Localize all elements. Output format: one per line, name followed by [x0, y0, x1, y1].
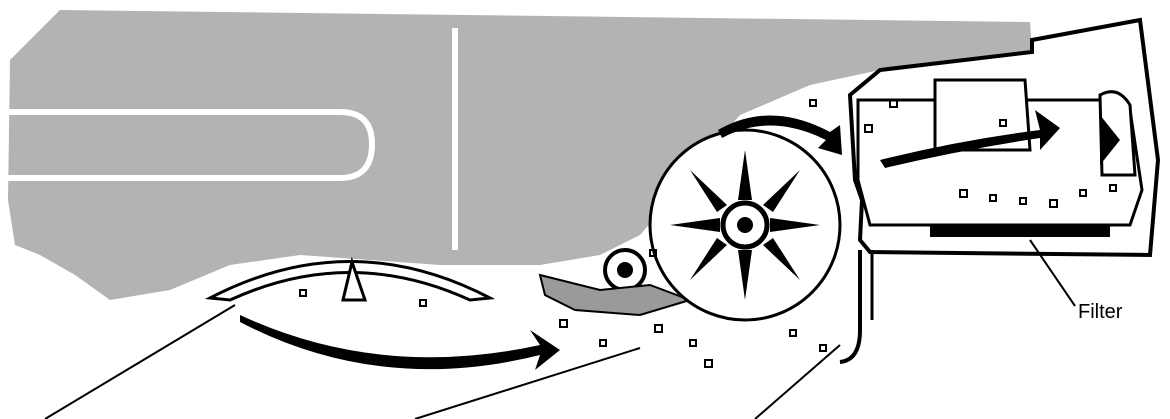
filter-label: Filter [1078, 301, 1123, 323]
leader-line-side-brush [45, 305, 235, 419]
filter-panel [930, 225, 1110, 237]
airflow-arrow-floor [240, 315, 560, 370]
main-brush-impeller [650, 130, 840, 320]
leader-line-intake [755, 345, 840, 419]
side-brush [210, 262, 490, 301]
